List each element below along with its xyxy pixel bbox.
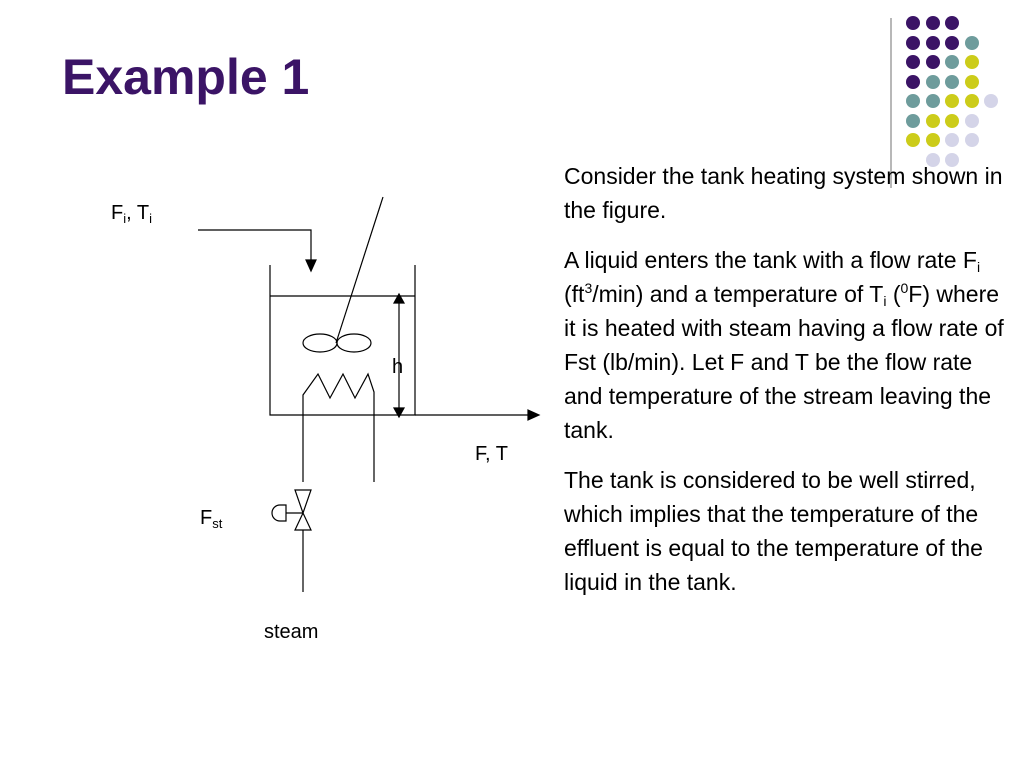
steam-valve-bottom — [294, 511, 312, 531]
agitator-shaft — [335, 196, 384, 344]
slide-title: Example 1 — [62, 49, 310, 105]
steam-label: steam — [264, 621, 319, 643]
paragraph-1: Consider the tank heating system shown i… — [564, 163, 1003, 223]
decorative-divider — [890, 18, 892, 188]
inlet-label: Fi, Ti — [111, 202, 152, 226]
steam-flow-label: Fst — [200, 507, 223, 531]
paragraph-3: The tank is considered to be well stirre… — [564, 467, 983, 595]
level-label: h — [392, 356, 404, 378]
heating-coil — [302, 372, 375, 482]
impeller-blade-right — [336, 333, 372, 353]
description-text: Consider the tank heating system shown i… — [564, 159, 1004, 615]
valve-actuator — [271, 504, 287, 522]
inlet-pipe — [198, 229, 312, 262]
outlet-label: F, T — [475, 443, 508, 465]
paragraph-2: A liquid enters the tank with a flow rat… — [564, 247, 1004, 443]
outlet-arrow — [527, 409, 541, 421]
steam-valve-top — [294, 489, 312, 515]
inlet-arrow — [305, 259, 317, 273]
tank-wall — [269, 265, 416, 416]
impeller-blade-left — [302, 333, 338, 353]
level-arrow-up — [392, 292, 406, 304]
level-arrow-down — [392, 407, 406, 419]
